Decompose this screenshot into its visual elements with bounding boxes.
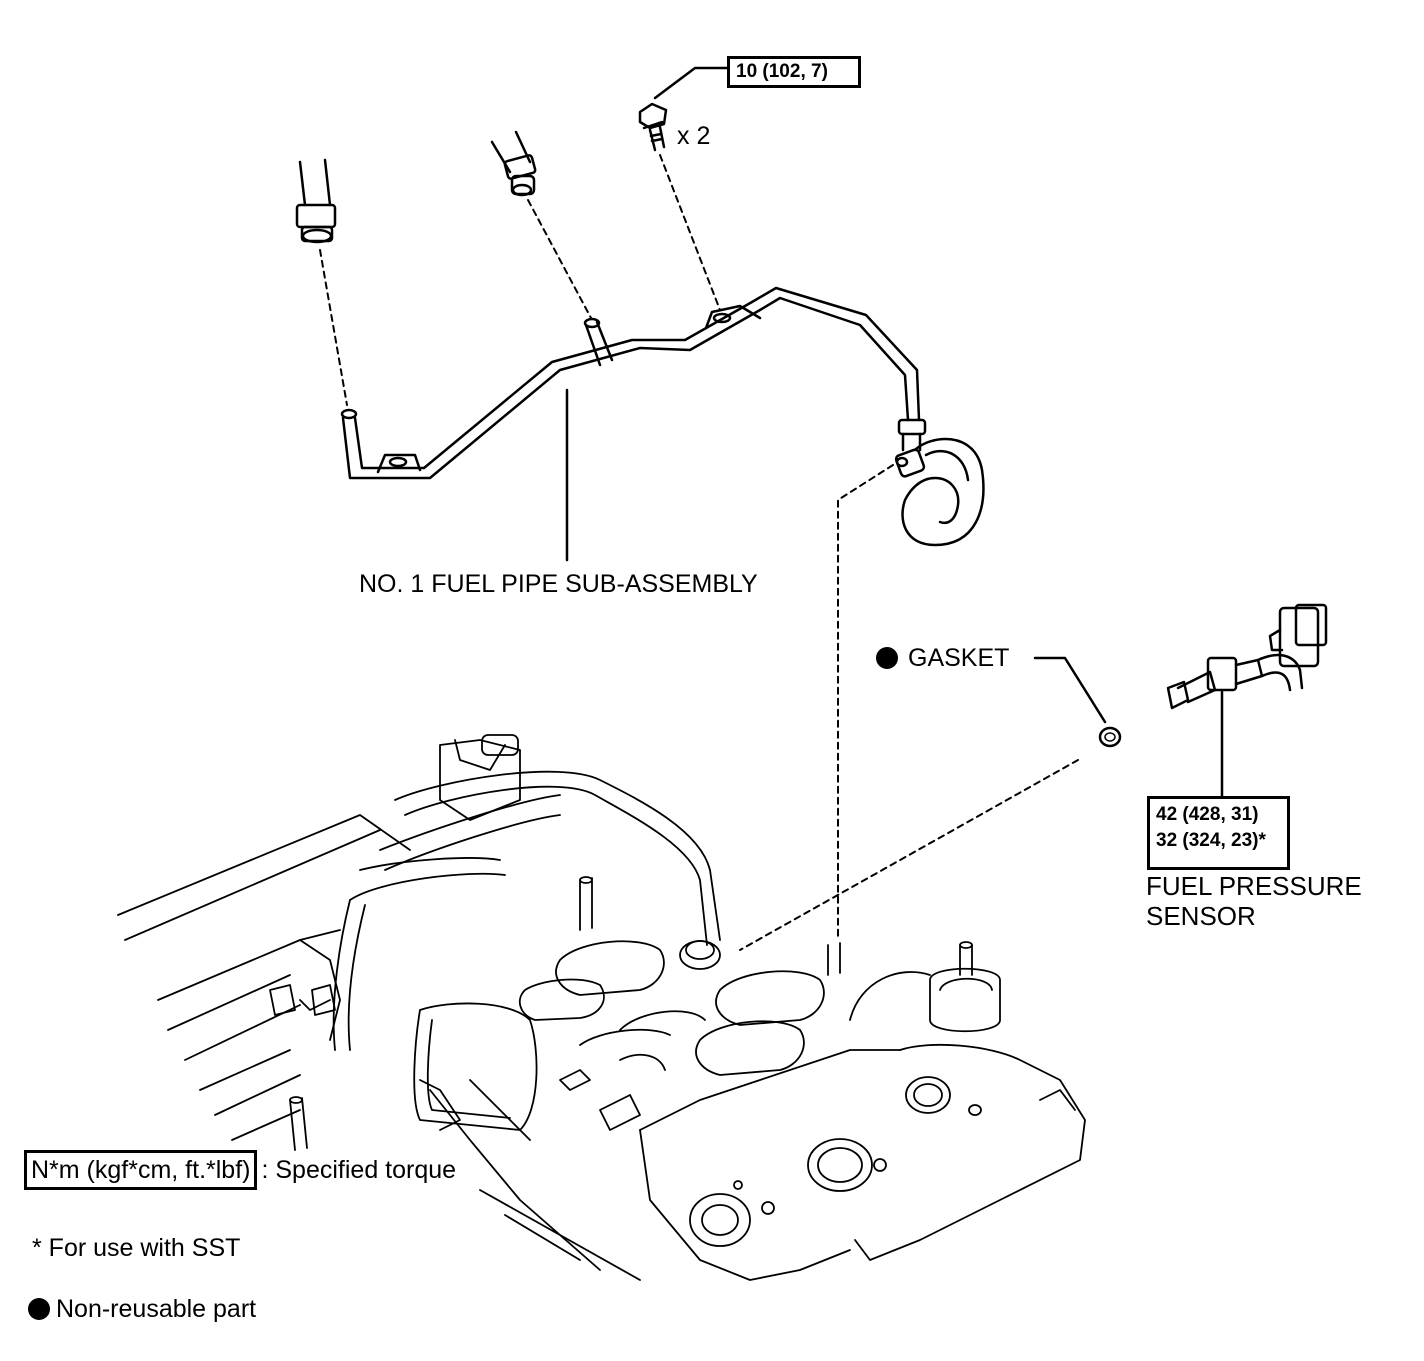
legend-torque-unit-box: N*m (kgf*cm, ft.*lbf)	[24, 1150, 258, 1190]
gasket	[1098, 726, 1122, 748]
bolt	[638, 102, 668, 152]
legend-non-reusable: Non-reusable part	[28, 1294, 256, 1324]
sensor-torque-value-2: 32 (324, 23)*	[1156, 830, 1266, 851]
legend-non-reusable-icon	[28, 1298, 50, 1320]
bolt-torque-box: 10 (102, 7)	[727, 56, 861, 88]
gasket-leader	[1033, 656, 1107, 724]
fuel-pipe-sub-assembly	[340, 286, 985, 547]
gasket-label: GASKET	[876, 643, 1009, 673]
sensor-label-line-2: SENSOR	[1146, 901, 1256, 931]
alignment-dashes	[319, 154, 1079, 951]
non-reusable-marker-icon	[876, 647, 898, 669]
engine-cylinder-head	[117, 734, 1086, 1281]
fuel-pressure-sensor	[1166, 603, 1328, 710]
fuel-pipe-label: NO. 1 FUEL PIPE SUB-ASSEMBLY	[359, 570, 758, 598]
upper-hose-left	[295, 158, 337, 244]
legend-sst-note: * For use with SST	[32, 1234, 241, 1262]
sensor-label-line-1: FUEL PRESSURE	[1146, 871, 1362, 901]
fuel-pressure-sensor-label: FUEL PRESSURE SENSOR	[1146, 871, 1362, 931]
bolt-torque-leader	[653, 66, 730, 100]
bolt-quantity: x 2	[677, 122, 711, 150]
legend-torque-row: N*m (kgf*cm, ft.*lbf): Specified torque	[24, 1150, 456, 1190]
upper-hose-middle	[490, 130, 537, 197]
sensor-torque-box: 42 (428, 31) 32 (324, 23)*	[1147, 796, 1290, 870]
legend-non-reusable-text: Non-reusable part	[56, 1295, 257, 1323]
bolt-torque-value: 10 (102, 7)	[736, 61, 828, 82]
legend-torque-unit-text: : Specified torque	[261, 1156, 457, 1184]
sensor-torque-value-1: 42 (428, 31)	[1156, 804, 1259, 825]
gasket-label-text: GASKET	[908, 644, 1010, 672]
